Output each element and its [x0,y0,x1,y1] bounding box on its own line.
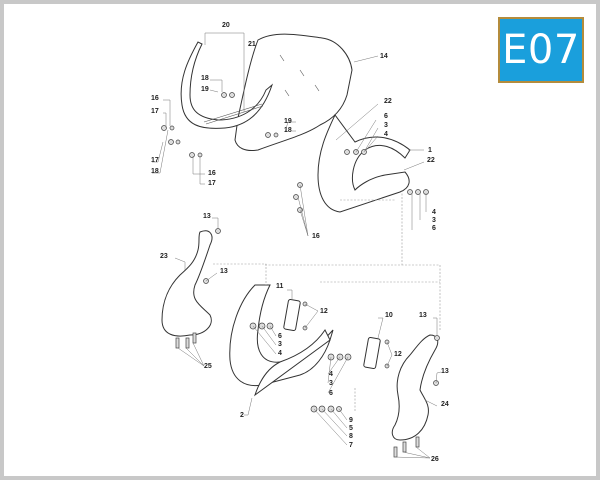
callout-9[interactable]: 9 [349,417,353,424]
callout-6[interactable]: 6 [329,390,333,397]
callout-13[interactable]: 13 [441,368,449,375]
callout-17[interactable]: 17 [208,180,216,187]
callout-4[interactable]: 4 [384,131,388,138]
callout-labels: 20 21 14 18 19 16 17 19 18 22 6 3 4 17 1… [151,22,449,463]
callout-11[interactable]: 11 [276,283,284,290]
callout-17[interactable]: 17 [151,108,159,115]
callout-3[interactable]: 3 [432,217,436,224]
callout-21[interactable]: 21 [248,41,256,48]
callout-6[interactable]: 6 [384,113,388,120]
callout-14[interactable]: 14 [380,53,388,60]
section-code-badge: E07 [498,17,584,83]
callout-3[interactable]: 3 [278,341,282,348]
callout-26[interactable]: 26 [431,456,439,463]
callout-16[interactable]: 16 [151,95,159,102]
side-panel-lower-part[interactable] [254,329,331,397]
callout-10[interactable]: 10 [385,312,393,319]
callout-22[interactable]: 22 [427,157,435,164]
bracket-23-part[interactable] [161,230,213,337]
callout-8[interactable]: 8 [349,433,353,440]
bracket-24-part[interactable] [391,334,439,441]
fairing-bracket-part[interactable] [317,114,411,213]
callout-25[interactable]: 25 [204,363,212,370]
callout-24[interactable]: 24 [441,401,449,408]
callout-19[interactable]: 19 [201,86,209,93]
callout-6[interactable]: 6 [432,225,436,232]
callout-2[interactable]: 2 [240,412,244,419]
callout-18[interactable]: 18 [151,168,159,175]
callout-16[interactable]: 16 [312,233,320,240]
callout-18[interactable]: 18 [284,127,292,134]
callout-3[interactable]: 3 [329,380,333,387]
callout-22[interactable]: 22 [384,98,392,105]
callout-5[interactable]: 5 [349,425,353,432]
reflector-11-part[interactable] [283,299,301,331]
callout-7[interactable]: 7 [349,442,353,449]
callout-18[interactable]: 18 [201,75,209,82]
callout-13[interactable]: 13 [203,213,211,220]
callout-12[interactable]: 12 [320,308,328,315]
callout-23[interactable]: 23 [160,253,168,260]
callout-13[interactable]: 13 [419,312,427,319]
callout-20[interactable]: 20 [222,22,230,29]
callout-4[interactable]: 4 [329,371,333,378]
callout-4[interactable]: 4 [432,209,436,216]
reflector-10-part[interactable] [363,337,381,369]
callout-6[interactable]: 6 [278,333,282,340]
callout-12[interactable]: 12 [394,351,402,358]
upper-cowl-part[interactable] [180,41,274,129]
callout-16[interactable]: 16 [208,170,216,177]
callout-4[interactable]: 4 [278,350,282,357]
callout-17[interactable]: 17 [151,157,159,164]
callout-1[interactable]: 1 [428,147,432,154]
callout-3[interactable]: 3 [384,122,388,129]
callout-13[interactable]: 13 [220,268,228,275]
callout-19[interactable]: 19 [284,118,292,125]
